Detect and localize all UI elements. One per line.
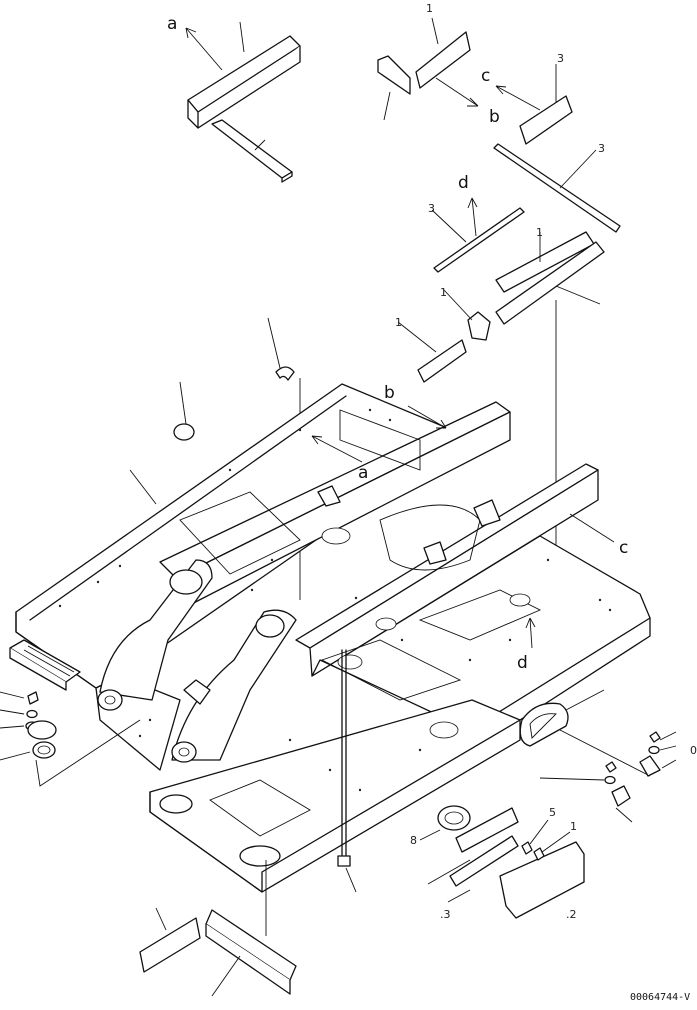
ref-letter-b-top: b [489,107,500,127]
arrow-a-frame [311,435,363,463]
callout-line [661,759,677,769]
callout-line [615,807,633,823]
pad-part-top-left-lower [211,119,293,183]
pad-part-bottom [139,909,297,995]
arrow-head-icon [495,85,507,95]
clip-part [275,366,295,381]
arrow-head-icon [185,27,197,39]
callout-line [539,777,605,781]
callout-line [565,689,605,711]
callout-line [239,21,245,53]
callout-line [254,139,266,151]
callout-line [179,381,187,425]
pad-part-top-left [187,35,301,129]
svg-text:.2: .2 [566,908,577,921]
left-fasteners [25,691,57,759]
svg-text:3: 3 [598,142,605,155]
svg-text:1: 1 [426,2,433,15]
arrow-head-icon [467,197,478,209]
main-frame [9,383,651,893]
callout-line [211,955,241,997]
pad-part-right-mid [417,231,605,383]
ref-letter-c-frame: c [619,538,628,558]
callout-line [419,829,441,841]
callout-line [0,691,25,699]
svg-text:8: 8 [410,834,417,847]
pad-part-top-right [377,31,573,145]
callout-line [0,751,31,761]
callout-line [0,725,25,729]
arrow-head-icon [436,419,447,429]
callout-line [529,819,549,845]
ref-letter-a-top: a [167,14,177,34]
leader-line [35,719,141,787]
ref-letter-a-frame: a [358,463,368,483]
arrow-head-icon [525,617,536,629]
svg-text:1: 1 [395,316,402,329]
callout-line [155,907,167,931]
arrow-d-frame [529,617,533,649]
callout-line [541,831,571,853]
callout-line [659,745,677,751]
arrow-c-frame [569,513,615,543]
side-panel-part [449,807,585,919]
ref-letter-b-frame: b [384,383,395,403]
arrow-head-icon [311,435,323,445]
callout-line [447,889,471,903]
callout-line [0,709,25,715]
callout-line [659,731,677,741]
svg-text:1: 1 [536,226,543,239]
callout-line [431,209,467,243]
callout-line [443,289,473,321]
ref-letter-c-top: c [481,66,490,86]
ref-letter-d-frame: d [517,653,528,673]
callout-line [559,149,597,189]
svg-text:5: 5 [549,806,556,819]
callout-line [559,729,651,777]
inspection-cover-part [519,702,569,747]
callout-line [267,317,281,369]
svg-text:0: 0 [690,744,697,757]
callout-line [345,867,357,893]
arrow-a-top [185,27,223,71]
arrow-b-top [435,77,479,107]
ref-letter-d-top: d [458,173,469,193]
grommet-part-lower [437,805,471,831]
svg-text:.3: .3 [440,908,451,921]
svg-text:1: 1 [440,286,447,299]
svg-text:1: 1 [570,820,577,833]
bolt-parts-lower [521,841,545,861]
right-fasteners [604,731,661,807]
plug-part [337,855,351,867]
callout-line [427,859,471,885]
callout-line [397,321,437,353]
drawing-code: 00064744-V [630,992,690,1003]
arrow-b-frame [407,405,447,429]
svg-text:3: 3 [428,202,435,215]
arrow-head-icon [467,97,479,107]
arrow-c-top [495,85,541,111]
grommet-part [173,423,195,441]
rod-part [433,207,525,273]
callout-line [129,469,157,505]
callout-line [383,91,391,121]
long-rail-part [493,143,621,233]
callout-line [555,285,601,305]
arrow-d-top [471,197,477,237]
svg-text:3: 3 [557,52,564,65]
callout-line [431,17,439,45]
